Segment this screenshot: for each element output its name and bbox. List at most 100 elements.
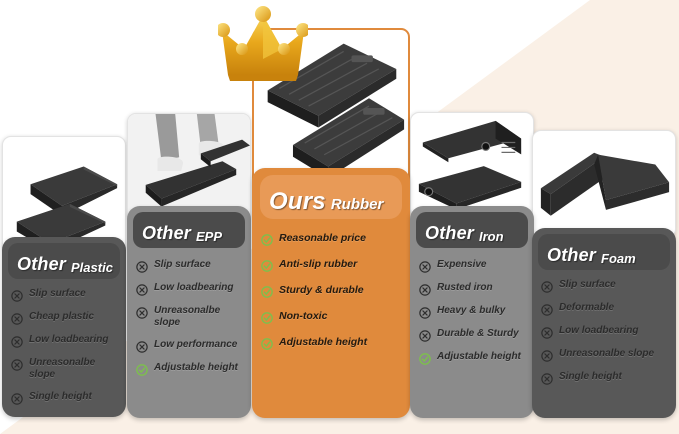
cross-icon — [541, 326, 553, 339]
cross-icon — [419, 329, 431, 342]
panel-header-plastic: Other Plastic — [8, 243, 120, 279]
feature-item: Sturdy & durable — [261, 284, 401, 298]
feature-item: Cheap plastic — [11, 311, 117, 325]
cross-icon — [541, 349, 553, 362]
cross-icon — [541, 280, 553, 293]
panel-title: Other — [547, 245, 597, 265]
feature-label: Unreasonalbe slope — [559, 348, 655, 359]
panel-subtitle: Rubber — [330, 196, 384, 213]
feature-item: Rusted iron — [419, 282, 525, 296]
ramp-illustration-plastic — [16, 166, 118, 251]
feature-label: Single height — [559, 371, 622, 382]
feature-item: Slip surface — [11, 288, 117, 302]
check-icon — [136, 363, 148, 376]
feature-label: Adjustable height — [279, 336, 368, 348]
feature-item: Non-toxic — [261, 310, 401, 324]
feature-item: Slip surface — [136, 259, 242, 273]
cross-icon — [11, 392, 23, 405]
feature-label: Heavy & bulky — [437, 305, 506, 316]
feature-label: Expensive — [437, 259, 487, 270]
feature-label: Unreasonalbe slope — [29, 357, 96, 380]
feature-item: Unreasonalbe slope — [541, 348, 667, 362]
cross-icon — [136, 260, 148, 273]
feature-item: Slip surface — [541, 279, 667, 293]
feature-label: Slip surface — [154, 259, 211, 270]
feature-item: Anti-slip rubber — [261, 258, 401, 272]
panel-header-foam: Other Foam — [538, 234, 670, 270]
feature-item: Adjustable height — [261, 336, 401, 350]
feature-item: Low loadbearing — [11, 334, 117, 348]
cross-icon — [419, 260, 431, 273]
feature-item: Single height — [541, 371, 667, 385]
check-icon — [261, 311, 273, 324]
feature-item: Single height — [11, 391, 117, 405]
cross-icon — [419, 306, 431, 319]
crown-icon — [216, 5, 310, 88]
feature-item: Durable & Sturdy — [419, 328, 525, 342]
panel-header-iron: Other Iron — [416, 212, 528, 248]
feature-label: Cheap plastic — [29, 311, 95, 322]
feature-label: Adjustable height — [154, 362, 238, 373]
ramp-illustration-epp — [128, 114, 250, 220]
feature-label: Anti-slip rubber — [279, 258, 358, 270]
cross-icon — [541, 303, 553, 316]
feature-label: Unreasonalbe slope — [154, 305, 221, 328]
ramp-illustration-iron — [418, 120, 522, 210]
feature-label: Sturdy & durable — [279, 284, 364, 296]
feature-item: Reasonable price — [261, 232, 401, 246]
panel-title: Other — [142, 223, 192, 243]
feature-item: Unreasonalbe slope — [11, 357, 117, 381]
panel-header-epp: Other EPP — [133, 212, 245, 248]
feature-label: Low loadbearing — [29, 334, 109, 345]
panel-subtitle: Foam — [601, 251, 636, 266]
feature-label: Low performance — [154, 339, 238, 350]
panel-title: Other — [425, 223, 475, 243]
feature-item: Low loadbearing — [136, 282, 242, 296]
panel-subtitle: Iron — [479, 229, 504, 244]
check-icon — [419, 352, 431, 365]
check-icon — [261, 285, 273, 298]
feature-label: Deformable — [559, 302, 615, 313]
feature-item: Expensive — [419, 259, 525, 273]
cross-icon — [136, 283, 148, 296]
feature-label: Non-toxic — [279, 310, 328, 322]
feature-item: Heavy & bulky — [419, 305, 525, 319]
ramp-illustration-foam — [540, 152, 670, 216]
product-photo-card-iron — [410, 112, 534, 218]
ramp-illustration-ours — [267, 43, 405, 179]
cross-icon — [11, 289, 23, 302]
feature-label: Low loadbearing — [559, 325, 639, 336]
feature-label: Single height — [29, 391, 92, 402]
feature-item: Unreasonalbe slope — [136, 305, 242, 329]
feature-item: Deformable — [541, 302, 667, 316]
panel-subtitle: EPP — [196, 229, 223, 244]
feature-label: Durable & Sturdy — [437, 328, 519, 339]
feature-item: Low performance — [136, 339, 242, 353]
check-icon — [261, 259, 273, 272]
cross-icon — [541, 372, 553, 385]
feature-label: Rusted iron — [437, 282, 493, 293]
check-icon — [261, 337, 273, 350]
cross-icon — [11, 335, 23, 348]
feature-item: Adjustable height — [136, 362, 242, 376]
cross-icon — [11, 358, 23, 371]
panel-title: Other — [17, 254, 67, 274]
product-photo-card-epp — [127, 113, 251, 221]
check-icon — [261, 233, 273, 246]
feature-label: Adjustable height — [437, 351, 521, 362]
cross-icon — [136, 306, 148, 319]
panel-header-ours: Ours Rubber — [260, 175, 402, 219]
feature-label: Reasonable price — [279, 232, 366, 244]
panel-title: Ours — [269, 188, 326, 215]
cross-icon — [11, 312, 23, 325]
cross-icon — [419, 283, 431, 296]
